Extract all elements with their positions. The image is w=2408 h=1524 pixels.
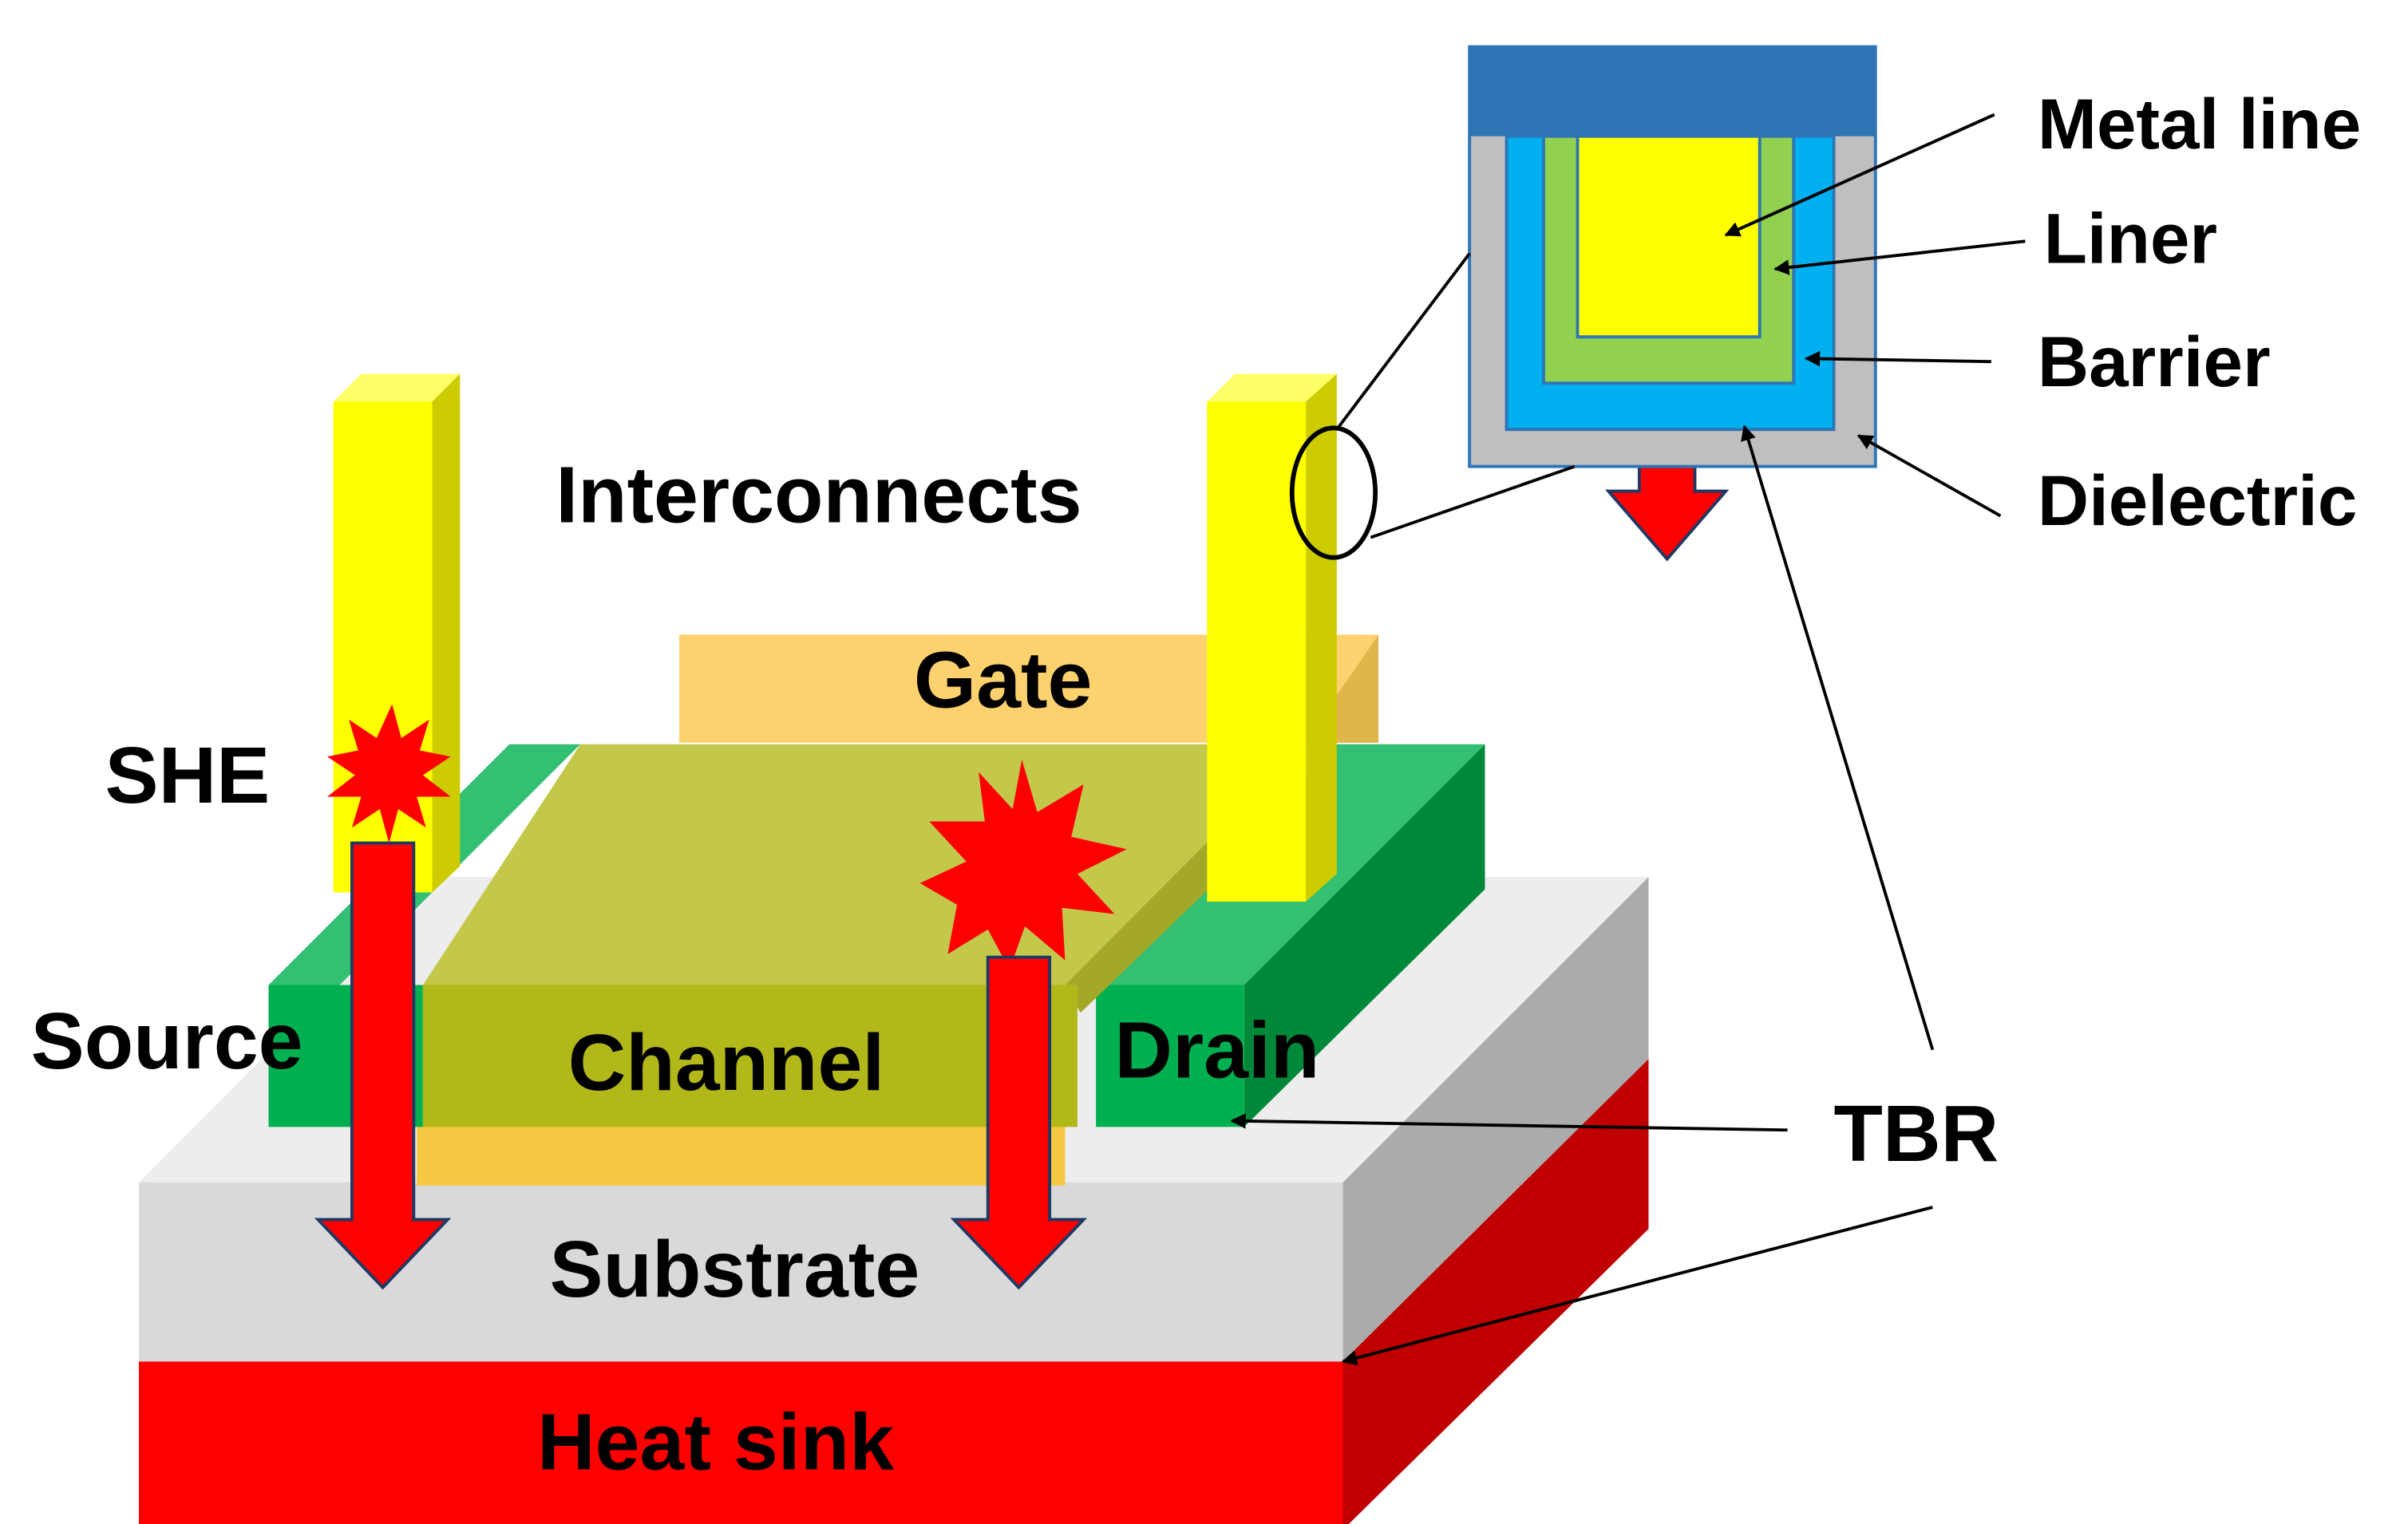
zoom-connector-line bbox=[1335, 252, 1471, 431]
tbr-label: TBR bbox=[1834, 1089, 1999, 1179]
source-label: Source bbox=[31, 997, 303, 1086]
heat-flow-arrow-icon bbox=[314, 841, 452, 1290]
gate-label: Gate bbox=[914, 635, 1093, 724]
hotspot-burst-icon bbox=[327, 704, 451, 843]
interconnects-label: Interconnects bbox=[556, 450, 1081, 539]
barrier-label: Barrier bbox=[2038, 322, 2271, 401]
heat-sink-label: Heat sink bbox=[537, 1398, 895, 1487]
magnifier-ellipse-icon bbox=[1289, 425, 1378, 560]
channel-label: Channel bbox=[568, 1018, 885, 1107]
hotspot-burst-icon bbox=[919, 760, 1127, 970]
channel-block bbox=[422, 744, 1305, 1127]
interconnect-cross-section bbox=[1468, 45, 1877, 468]
metal-line-label: Metal line bbox=[2038, 84, 2361, 164]
interconnect-right bbox=[1207, 373, 1337, 902]
pointer-lines bbox=[1230, 113, 2026, 1366]
zoom-connector-line bbox=[1370, 464, 1576, 539]
dielectric-label: Dielectric bbox=[2038, 460, 2358, 540]
heat-flow-arrow-icon bbox=[950, 955, 1088, 1290]
drain-label: Drain bbox=[1114, 1005, 1319, 1095]
she-label: SHE bbox=[105, 731, 271, 820]
liner-label: Liner bbox=[2044, 198, 2217, 278]
heat-sink-block bbox=[139, 1059, 1649, 1524]
substrate-label: Substrate bbox=[549, 1225, 919, 1314]
